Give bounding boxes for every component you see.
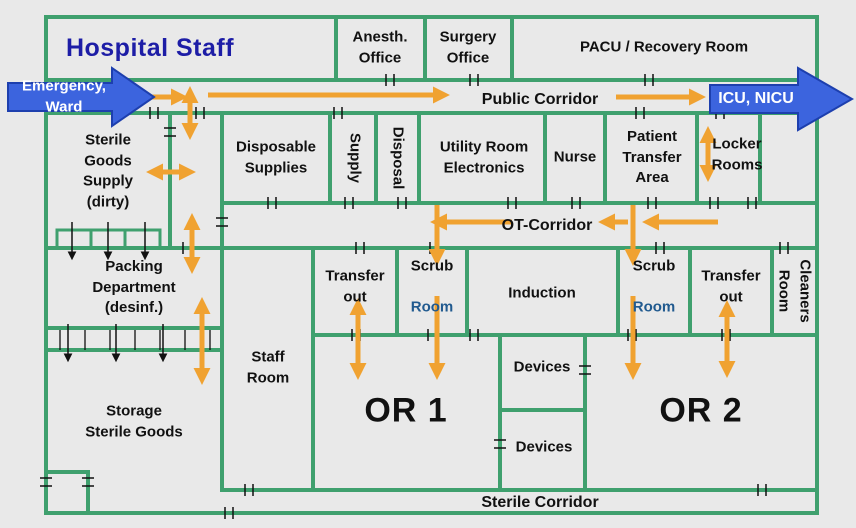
scrub-word-left: Scrub	[410, 256, 454, 274]
pass-through-hatch	[59, 330, 211, 350]
room-label-packing-department: Packing Department (desinf.)	[92, 257, 176, 317]
room-label-sterile-goods-supply: Sterile Goods Supply (dirty)	[82, 131, 134, 211]
room-label-transfer-out-left: Transfer out	[325, 267, 385, 305]
room-word-left: Room	[410, 298, 454, 316]
emergency-arrow	[7, 66, 156, 128]
room-label-cleaners-room: Cleaners Room	[776, 259, 814, 323]
room-label-induction: Induction	[508, 284, 576, 302]
room-label-surgery-office: Surgery Office	[439, 28, 497, 66]
room-label-patient-transfer-area: Patient Transfer Area	[622, 127, 682, 187]
icu-arrow	[709, 66, 855, 132]
icu-arrow-label: ICU, NICU	[718, 89, 794, 107]
room-word-right: Room	[632, 298, 676, 316]
corridor-label-ot: OT-Corridor	[501, 216, 593, 234]
flow-arrows	[146, 86, 736, 385]
room-label-anesth-office: Anesth. Office	[352, 28, 408, 66]
emergency-arrow-label: Emergency, Ward	[22, 77, 106, 115]
material-flow-arrows	[63, 222, 168, 363]
room-label-devices-top: Devices	[513, 358, 571, 376]
room-label-staff-room: Staff Room	[246, 348, 290, 386]
room-label-scrub-room-right: Scrub Room	[633, 235, 676, 338]
room-label-supply: Supply	[346, 132, 364, 184]
room-label-nurse: Nurse	[553, 148, 597, 166]
corridor-label-sterile: Sterile Corridor	[481, 493, 599, 511]
scrub-word-right: Scrub	[632, 256, 676, 274]
room-label-disposal: Disposal	[389, 126, 407, 190]
room-label-or2: OR 2	[659, 391, 743, 430]
room-label-hospital-staff: Hospital Staff	[65, 33, 235, 62]
walls	[44, 15, 819, 515]
entry-exit-arrows	[7, 66, 855, 132]
room-label-transfer-out-right: Transfer out	[701, 267, 761, 305]
room-label-disposable-supplies: Disposable Supplies	[235, 138, 317, 176]
room-label-devices-bottom: Devices	[515, 438, 573, 456]
room-label-or1: OR 1	[364, 391, 448, 430]
room-label-utility-room: Utility Room Electronics	[439, 138, 529, 176]
room-label-locker-rooms: Locker Rooms	[711, 135, 763, 173]
room-label-scrub-room-left: Scrub Room	[411, 235, 454, 338]
room-label-pacu: PACU / Recovery Room	[579, 38, 749, 56]
room-label-storage-sterile-goods: Storage Sterile Goods	[85, 402, 183, 440]
corridor-label-public: Public Corridor	[481, 90, 599, 108]
